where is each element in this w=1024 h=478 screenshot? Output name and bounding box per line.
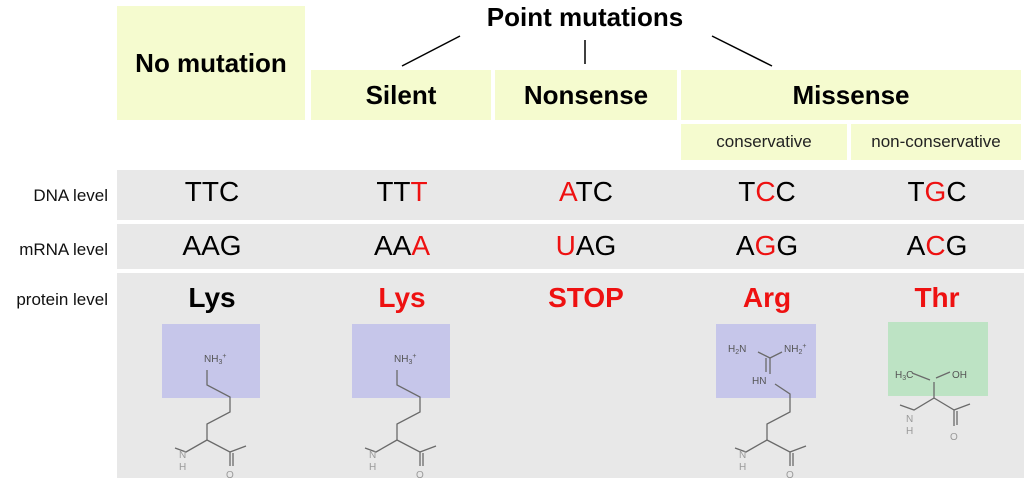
nonsense-dna-sequence: ATC — [496, 176, 676, 208]
lysine-side-chain-box-silent — [352, 324, 450, 398]
threonine-backbone-h: H — [906, 426, 913, 437]
dna-row-bg — [117, 170, 1024, 220]
no-mutation-protein-sequence: Lys — [122, 282, 302, 314]
arginine-backbone-n: N — [739, 450, 746, 461]
silent-mrna-sequence: AAA — [312, 230, 492, 262]
arginine-structure — [734, 351, 807, 466]
dna-level-label: DNA level — [33, 186, 108, 205]
threonine-structure — [899, 371, 971, 426]
no-mutation-label: No mutation — [135, 47, 287, 78]
lysine-silent-backbone-h: H — [369, 462, 376, 473]
protein-row-bg — [117, 273, 1024, 478]
threonine-backbone-n: N — [906, 414, 913, 425]
lysine-silent-nh3-label: NH3+ — [394, 353, 416, 366]
nonsense-header: Nonsense — [495, 70, 677, 120]
arginine-nh2-label: NH2+ — [784, 343, 806, 356]
threonine-side-chain-box — [888, 322, 988, 396]
conservative-header: conservative — [681, 124, 847, 160]
base: AAG — [182, 230, 242, 261]
mutated-base: G — [754, 230, 777, 261]
base: C — [946, 176, 967, 207]
mutated-base: A — [559, 176, 576, 207]
amino-acid-label: Arg — [742, 282, 792, 313]
protein-level-label: protein level — [16, 290, 108, 309]
base: C — [775, 176, 796, 207]
nonsense-mrna-sequence: UAG — [496, 230, 676, 262]
mutated-base: C — [925, 230, 946, 261]
lysine-structure — [174, 370, 247, 466]
amino-acid-label: Thr — [914, 282, 960, 313]
non-conservative-protein-sequence: Thr — [847, 282, 1024, 314]
silent-label: Silent — [365, 79, 437, 110]
conservative-protein-sequence: Arg — [677, 282, 857, 314]
base: TC — [575, 176, 613, 207]
lysine-silent-backbone-o: O — [416, 470, 424, 478]
silent-dna-sequence: TTT — [312, 176, 492, 208]
arginine-h2n-label: H2N — [728, 344, 746, 356]
base: G — [945, 230, 968, 261]
threonine-h3c-label: H3C — [895, 370, 913, 382]
conservative-dna-sequence: TCC — [677, 176, 857, 208]
mutated-base: G — [924, 176, 947, 207]
conservative-mrna-sequence: AGG — [677, 230, 857, 262]
nonsense-protein-sequence: STOP — [496, 282, 676, 314]
header-connector-lines — [401, 35, 773, 67]
conservative-label: conservative — [716, 132, 812, 151]
base: AG — [575, 230, 617, 261]
silent-header: Silent — [311, 70, 491, 120]
missense-label: Missense — [792, 79, 910, 110]
connector-line-silent — [401, 35, 461, 67]
amino-acid-label: Lys — [378, 282, 426, 313]
arginine-backbone-h: H — [739, 462, 746, 473]
arginine-hn-label: HN — [752, 376, 766, 387]
lysine-backbone-h: H — [179, 462, 186, 473]
lysine-side-chain-box — [162, 324, 260, 398]
non-conservative-header: non-conservative — [851, 124, 1021, 160]
lysine-structure-silent — [364, 370, 437, 466]
lysine-silent-backbone-n: N — [369, 450, 376, 461]
lysine-nh3-label: NH3+ — [204, 353, 226, 366]
threonine-oh-label: OH — [952, 370, 967, 381]
mrna-level-label: mRNA level — [19, 240, 108, 259]
mutated-base: T — [410, 176, 428, 207]
nonsense-label: Nonsense — [523, 79, 649, 110]
no-mutation-dna-sequence: TTC — [122, 176, 302, 208]
mutated-base: A — [411, 230, 431, 261]
non-conservative-mrna-sequence: ACG — [847, 230, 1024, 262]
non-conservative-label: non-conservative — [871, 132, 1001, 151]
silent-protein-sequence: Lys — [312, 282, 492, 314]
amino-acid-label: STOP — [548, 282, 624, 313]
no-mutation-mrna-sequence: AAG — [122, 230, 302, 262]
base: TT — [376, 176, 411, 207]
amino-acid-label: Lys — [188, 282, 236, 313]
base: AA — [373, 230, 412, 261]
mutated-base: U — [555, 230, 576, 261]
non-conservative-dna-sequence: TGC — [847, 176, 1024, 208]
lysine-backbone-o: O — [226, 470, 234, 478]
mutated-base: C — [755, 176, 776, 207]
connector-line-missense — [711, 35, 773, 67]
mrna-row-bg — [117, 224, 1024, 269]
base: TTC — [184, 176, 240, 207]
threonine-backbone-o: O — [950, 432, 958, 443]
arginine-backbone-o: O — [786, 470, 794, 478]
missense-header: Missense — [681, 70, 1021, 120]
point-mutations-title: Point mutations — [486, 2, 684, 32]
base: A — [735, 230, 755, 261]
base: A — [906, 230, 926, 261]
lysine-backbone-n: N — [179, 450, 186, 461]
no-mutation-header: No mutation — [117, 6, 305, 120]
base: G — [776, 230, 799, 261]
base: T — [907, 176, 925, 207]
base: T — [738, 176, 756, 207]
